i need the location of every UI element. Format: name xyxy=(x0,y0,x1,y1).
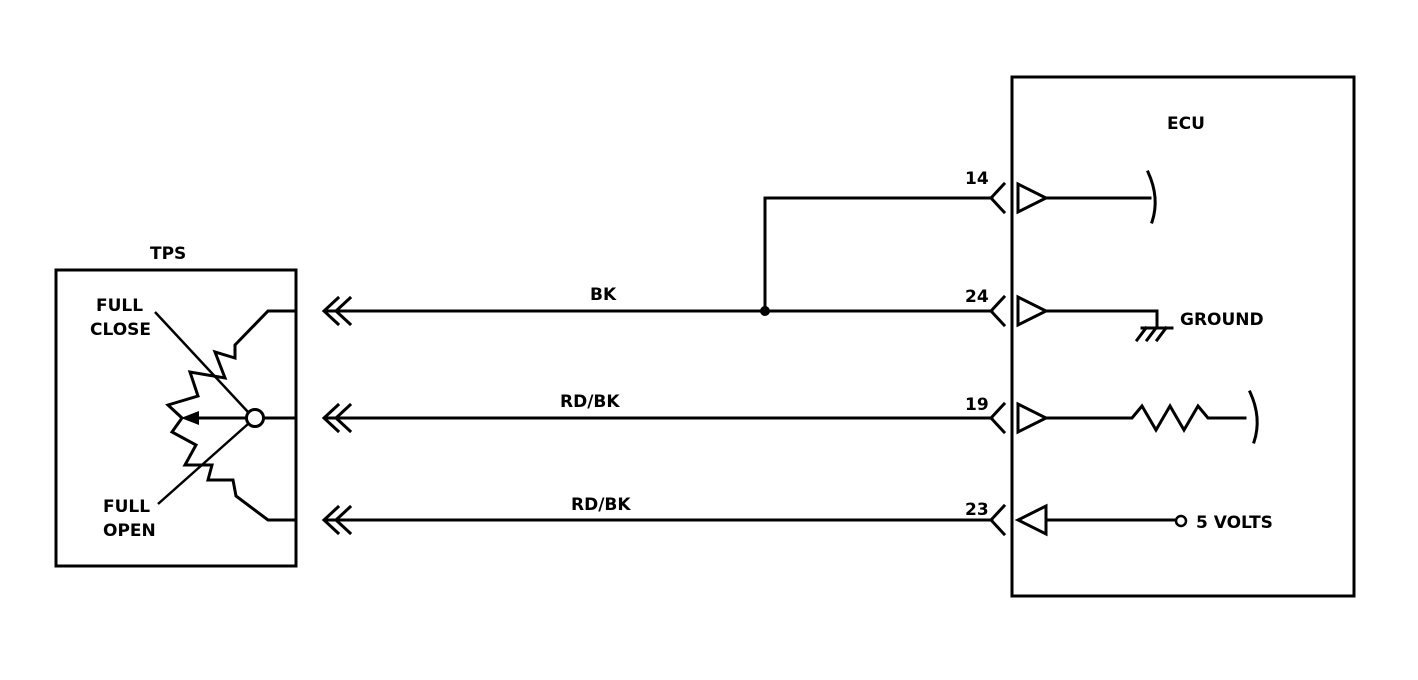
pin-24-input-buffer-icon xyxy=(1016,294,1050,328)
pin-14-input-buffer-icon xyxy=(1016,181,1050,215)
pin-14-open-end-icon xyxy=(1146,170,1157,224)
pin-19-pullup-resistor xyxy=(1044,403,1247,433)
tps-potentiometer-resistor xyxy=(165,309,298,522)
wire-bk-label: BK xyxy=(590,285,617,305)
wiper-arrow-icon xyxy=(181,411,199,425)
full-close-label-line2: CLOSE xyxy=(90,320,151,340)
pin-19-label: 19 xyxy=(965,395,989,415)
full-close-sweep-line xyxy=(154,311,249,413)
full-open-label-line1: FULL xyxy=(103,497,150,517)
ecu-box xyxy=(1010,75,1356,598)
ecu-connector-chevron-pin-24 xyxy=(988,294,1007,328)
wire-splice-to-pin-14 xyxy=(763,196,994,313)
pin-23-label: 23 xyxy=(965,500,989,520)
ecu-title: ECU xyxy=(1167,114,1205,134)
pin-24-internal-line xyxy=(1044,309,1159,330)
full-open-label-line2: OPEN xyxy=(103,521,156,541)
wiper-pivot xyxy=(245,408,265,428)
ground-label: GROUND xyxy=(1180,310,1264,330)
supply-terminal xyxy=(1174,514,1188,528)
ecu-connector-chevron-pin-14 xyxy=(988,181,1007,215)
wire-rd-bk-signal-label: RD/BK xyxy=(560,392,620,412)
pin-23-output-buffer-icon xyxy=(1014,503,1048,537)
pin-24-label: 24 xyxy=(965,287,989,307)
ecu-connector-chevron-pin-23 xyxy=(988,503,1007,537)
tps-title: TPS xyxy=(150,244,186,264)
pin-19-open-end-icon xyxy=(1248,390,1259,444)
wire-rd-bk-supply-label: RD/BK xyxy=(571,495,631,515)
full-open-sweep-line xyxy=(157,423,249,505)
ground-symbol-icon xyxy=(1134,325,1174,343)
pin-19-input-buffer-icon xyxy=(1016,401,1050,435)
ecu-connector-chevron-pin-19 xyxy=(988,401,1007,435)
full-close-label-line1: FULL xyxy=(96,296,143,316)
pin-14-label: 14 xyxy=(965,169,989,189)
supply-5-volts-label: 5 VOLTS xyxy=(1196,513,1273,533)
